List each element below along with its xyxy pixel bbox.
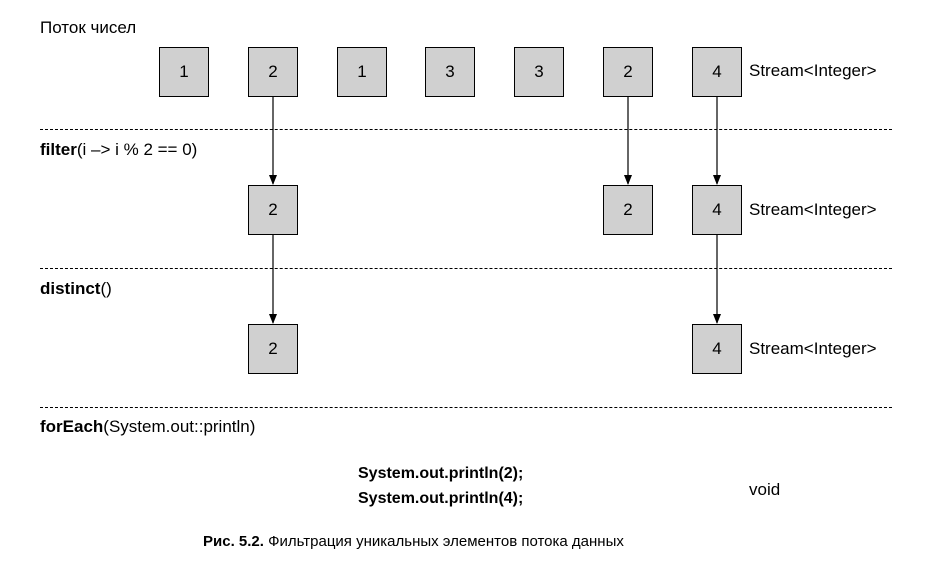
operation-args: () xyxy=(100,279,112,298)
operation-args: (i –> i % 2 == 0) xyxy=(76,140,198,159)
output-type-label: void xyxy=(749,480,781,499)
caption-number: Рис. 5.2. xyxy=(203,533,264,550)
stream-element: 4 xyxy=(692,47,742,97)
stream-element: 2 xyxy=(248,47,298,97)
operation-name: forEach xyxy=(40,417,104,436)
stream-type-label: Stream<Integer> xyxy=(749,61,877,80)
output-line: System.out.println(4); xyxy=(358,490,524,507)
output-line: System.out.println(2); xyxy=(358,465,524,482)
stream-type-label: Stream<Integer> xyxy=(749,200,877,219)
stream-type-label: Stream<Integer> xyxy=(749,339,877,358)
stage-divider xyxy=(40,268,892,269)
stream-element: 4 xyxy=(692,185,742,235)
operation-args: (System.out::println) xyxy=(103,417,256,436)
stream-element: 2 xyxy=(248,185,298,235)
stream-element: 4 xyxy=(692,324,742,374)
stream-title: Поток чисел xyxy=(40,18,137,37)
caption-text: Фильтрация уникальных элементов потока д… xyxy=(263,533,624,550)
stage-divider xyxy=(40,407,892,408)
stream-element: 2 xyxy=(603,185,653,235)
stream-element: 2 xyxy=(603,47,653,97)
operation-foreach: forEach(System.out::println) xyxy=(40,417,255,437)
figure-caption: Рис. 5.2. Фильтрация уникальных элементо… xyxy=(203,533,624,550)
operation-distinct: distinct() xyxy=(40,279,112,299)
stream-element: 3 xyxy=(425,47,475,97)
operation-filter: filter(i –> i % 2 == 0) xyxy=(40,140,197,160)
stream-element: 1 xyxy=(337,47,387,97)
operation-name: distinct xyxy=(40,279,101,298)
stream-element: 3 xyxy=(514,47,564,97)
stream-element: 2 xyxy=(248,324,298,374)
stage-divider xyxy=(40,129,892,130)
operation-name: filter xyxy=(40,140,77,159)
stream-element: 1 xyxy=(159,47,209,97)
